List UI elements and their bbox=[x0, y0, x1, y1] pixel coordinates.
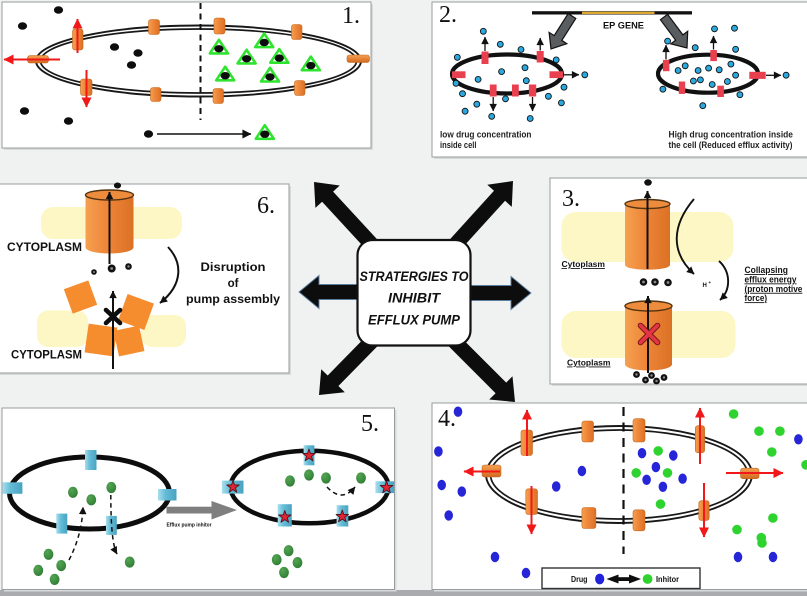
svg-text:H: H bbox=[703, 283, 707, 289]
svg-text:3.: 3. bbox=[562, 186, 580, 212]
svg-text:CYTOPLASM: CYTOPLASM bbox=[11, 350, 82, 362]
svg-text:Cytoplasm: Cytoplasm bbox=[562, 259, 606, 269]
svg-text:Disruption: Disruption bbox=[201, 262, 266, 274]
svg-text:+: + bbox=[709, 280, 712, 285]
svg-text:1.: 1. bbox=[342, 3, 360, 29]
svg-text:Collapsing: Collapsing bbox=[745, 265, 788, 275]
svg-text:Cytoplasm: Cytoplasm bbox=[567, 358, 611, 368]
svg-text:High drug concentration inside: High drug concentration inside bbox=[669, 130, 794, 140]
svg-text:6.: 6. bbox=[257, 193, 275, 219]
svg-text:STRATERGIES TO: STRATERGIES TO bbox=[360, 269, 469, 284]
svg-text:INHIBIT: INHIBIT bbox=[388, 291, 442, 306]
svg-text:EFFLUX PUMP: EFFLUX PUMP bbox=[368, 313, 461, 328]
svg-text:of: of bbox=[228, 278, 239, 290]
svg-text:efflux energy: efflux energy bbox=[745, 274, 797, 284]
svg-text:force): force) bbox=[745, 293, 768, 303]
svg-text:the cell (Reduced efflux activ: the cell (Reduced efflux activity) bbox=[669, 140, 793, 150]
svg-text:inside cell: inside cell bbox=[440, 140, 477, 150]
svg-text:EP GENE: EP GENE bbox=[603, 21, 644, 32]
svg-text:2.: 2. bbox=[439, 2, 457, 28]
svg-text:CYTOPLASM: CYTOPLASM bbox=[7, 242, 82, 254]
svg-text:(proton motive: (proton motive bbox=[745, 284, 803, 294]
svg-text:Inhitor: Inhitor bbox=[656, 575, 679, 584]
svg-text:Drug: Drug bbox=[571, 575, 588, 584]
svg-text:5.: 5. bbox=[361, 411, 379, 437]
svg-text:Efflux pump inhitor: Efflux pump inhitor bbox=[167, 523, 213, 529]
svg-text:low drug concentration: low drug concentration bbox=[440, 130, 532, 140]
svg-text:4.: 4. bbox=[438, 406, 456, 432]
svg-text:pump assembly: pump assembly bbox=[186, 294, 281, 306]
